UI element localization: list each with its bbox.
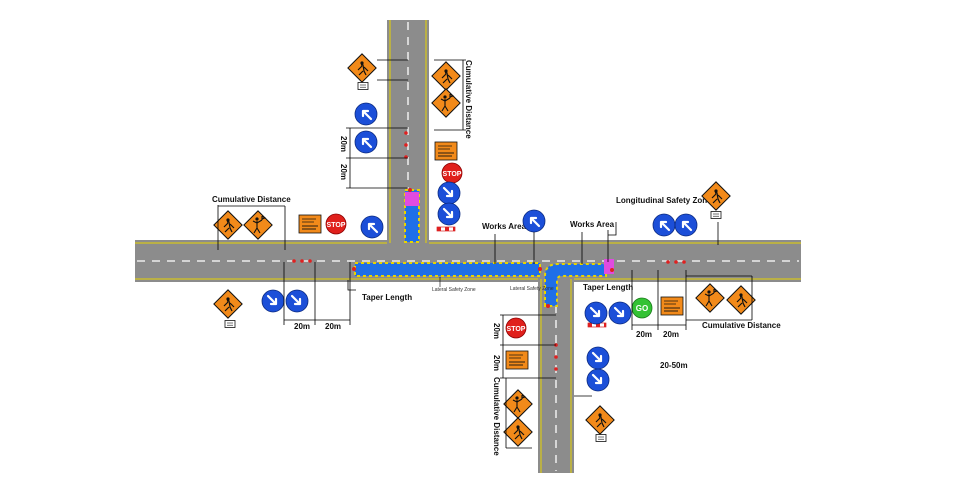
north-approach: STOP Cumulative Distance 20m 20m	[339, 53, 473, 227]
cumulative-distance-east-label: Cumulative Distance	[702, 321, 781, 330]
taper-length-label-2: Taper Length	[583, 283, 633, 292]
go-sign-label: GO	[636, 304, 648, 313]
keep-right-sign-icon	[260, 288, 286, 314]
cumulative-distance-west-label: Cumulative Distance	[212, 195, 291, 204]
prepare-to-stop-board-icon	[298, 214, 322, 234]
taper-north	[405, 192, 419, 206]
longitudinal-safety-zone-label: Longitudinal Safety Zone	[616, 196, 712, 205]
stop-sign-label: STOP	[507, 326, 526, 333]
dist-20m-label: 20m	[325, 322, 341, 331]
road-work-sign-icon	[726, 285, 756, 315]
dist-20m-label: 20m	[339, 164, 348, 180]
keep-left-sign-icon	[359, 214, 385, 240]
keep-left-sign-icon	[353, 101, 379, 127]
dist-20-50m-label: 20-50m	[660, 361, 688, 370]
flagger-sign-icon	[695, 283, 725, 313]
work-area-horizontal	[354, 262, 541, 277]
south-approach: STOP 20m 20m Cumulative Distance	[492, 314, 615, 456]
works-area-label: Works Area	[482, 222, 527, 231]
road-work-sign-icon	[213, 289, 243, 319]
keep-right-sign-icon	[284, 288, 310, 314]
dist-20m-label: 20m	[339, 136, 348, 152]
road-work-sign-icon	[503, 417, 533, 447]
west-approach: STOP Cumulative Distance 20m 20m Taper L…	[212, 195, 412, 331]
keep-right-sign-icon	[585, 367, 611, 393]
keep-left-sign-icon	[353, 129, 379, 155]
road-work-sign-icon	[585, 405, 615, 435]
lateral-safety-zone-label-2: Lateral Safety Zone	[510, 286, 554, 292]
supplementary-plate	[224, 320, 236, 328]
flagger-sign-icon	[503, 389, 533, 419]
keep-right-sign-icon	[436, 201, 462, 227]
keep-left-sign-icon	[521, 208, 547, 234]
keep-right-sign-icon	[585, 345, 611, 371]
supplementary-plate	[710, 211, 722, 219]
keep-right-sign-icon	[607, 300, 633, 326]
dist-20m-label: 20m	[294, 322, 310, 331]
supplementary-plate	[595, 434, 607, 442]
supplementary-plate	[357, 82, 369, 90]
dist-20m-label: 20m	[663, 330, 679, 339]
central-labels: Works Area Works Area Lateral Safety Zon…	[432, 208, 615, 293]
dist-20m-label: 20m	[492, 355, 501, 371]
road-network	[135, 20, 801, 473]
taper-length-label: Taper Length	[362, 293, 412, 302]
road-work-sign-icon	[701, 181, 731, 211]
stop-sign-label: STOP	[327, 222, 346, 229]
road-work-sign-icon	[347, 53, 377, 83]
works-area-label-2: Works Area	[570, 220, 615, 229]
stop-sign-label: STOP	[443, 171, 462, 178]
keep-right-sign-icon	[436, 180, 462, 206]
keep-left-sign-icon	[651, 212, 677, 238]
cumulative-distance-north-label: Cumulative Distance	[464, 60, 473, 139]
cumulative-distance-south-label: Cumulative Distance	[492, 377, 501, 456]
east-approach: Longitudinal Safety Zone Taper Length GO…	[583, 181, 781, 370]
prepare-to-stop-board-icon	[434, 141, 458, 161]
dist-20m-label: 20m	[636, 330, 652, 339]
keep-left-sign-icon	[673, 212, 699, 238]
road-work-sign-icon	[431, 61, 461, 91]
prepare-to-stop-board-icon	[660, 296, 684, 316]
keep-right-sign-icon	[583, 300, 609, 326]
taper-east	[604, 259, 614, 274]
lateral-safety-zone-label: Lateral Safety Zone	[432, 287, 476, 293]
work-area-corner	[544, 263, 607, 307]
dist-20m-label: 20m	[492, 323, 501, 339]
work-zones	[352, 188, 614, 308]
flagger-sign-icon	[431, 88, 461, 118]
flagger-sign-icon	[243, 210, 273, 240]
prepare-to-stop-board-icon	[505, 350, 529, 370]
barrier-north	[436, 226, 456, 232]
